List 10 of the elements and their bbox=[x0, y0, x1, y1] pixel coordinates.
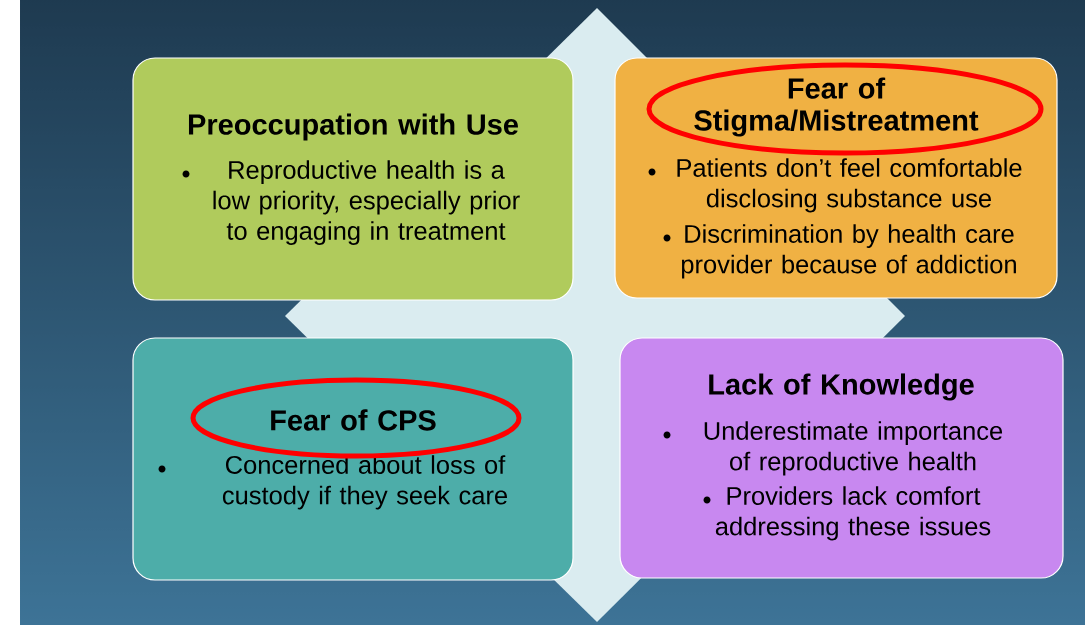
bullet-text: Patients don’t feel comfortable disclosing substance use bbox=[677, 158, 1022, 213]
bullet-text: Providers lack comfort addressing these issues bbox=[715, 486, 991, 541]
box-title: Preoccupation with Use bbox=[189, 113, 518, 141]
bullet-text: Concerned about loss of custody if they seek care bbox=[222, 455, 507, 510]
box-title: Lack of Knowledge bbox=[709, 373, 974, 401]
bullet-text: Discrimination by health care provider because of addiction bbox=[681, 224, 1016, 279]
bullet-text: Reproductive health is a low priority, especially prior to engaging in treatment bbox=[213, 160, 520, 245]
box-title: Fear of CPS bbox=[271, 409, 436, 431]
bullet-text: Underestimate importance of reproductive health bbox=[704, 421, 1003, 476]
box-title: Fear of Stigma/Mistreatment bbox=[694, 77, 979, 137]
